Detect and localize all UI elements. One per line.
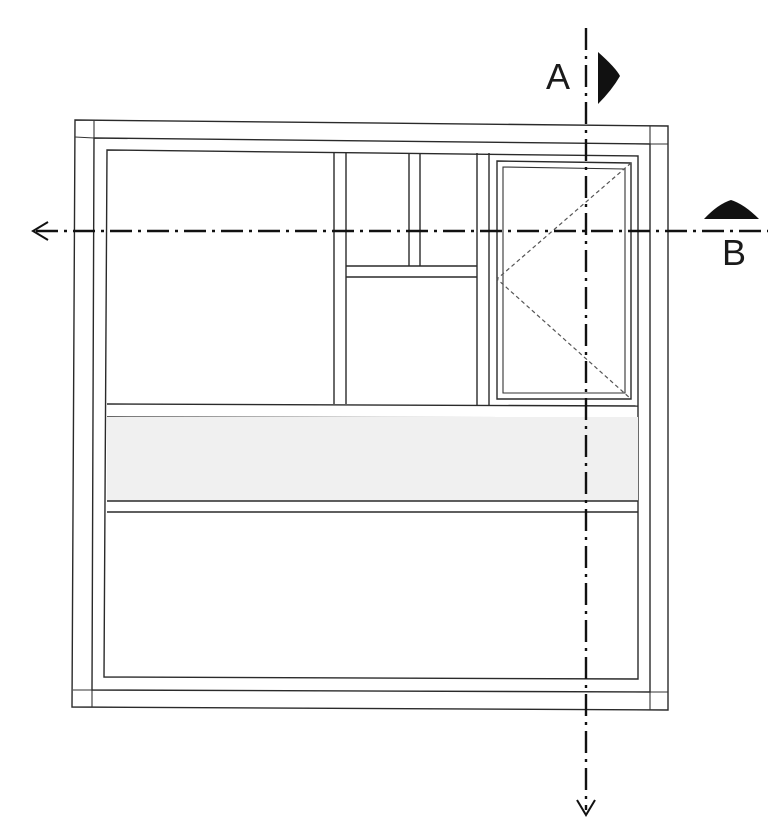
section-a-arrow-icon xyxy=(576,799,596,817)
section-b-arrow-icon xyxy=(31,221,49,241)
outer-frame xyxy=(71,119,669,711)
section-b-view-marker-icon xyxy=(704,200,759,219)
upper-transom-top xyxy=(106,403,639,407)
transom-bars xyxy=(106,403,639,513)
mullions xyxy=(333,152,490,405)
section-b-label: B xyxy=(722,232,746,273)
section-a-label: A xyxy=(546,56,570,97)
casement-outer xyxy=(496,160,632,400)
inner-frame-edge xyxy=(91,137,651,693)
sash-outer-edge xyxy=(103,149,639,680)
casement-inner xyxy=(502,166,626,394)
casement-sash xyxy=(496,160,632,400)
section-a: A xyxy=(546,28,620,817)
section-a-view-marker-icon xyxy=(598,52,620,104)
fixed-glass-panel xyxy=(107,417,638,501)
casement-swing-indicator xyxy=(496,162,632,400)
corner-joint-top-left-h xyxy=(74,136,95,139)
sash-frame xyxy=(103,149,639,680)
outer-frame-edge xyxy=(71,119,669,711)
section-b: B xyxy=(31,200,768,273)
